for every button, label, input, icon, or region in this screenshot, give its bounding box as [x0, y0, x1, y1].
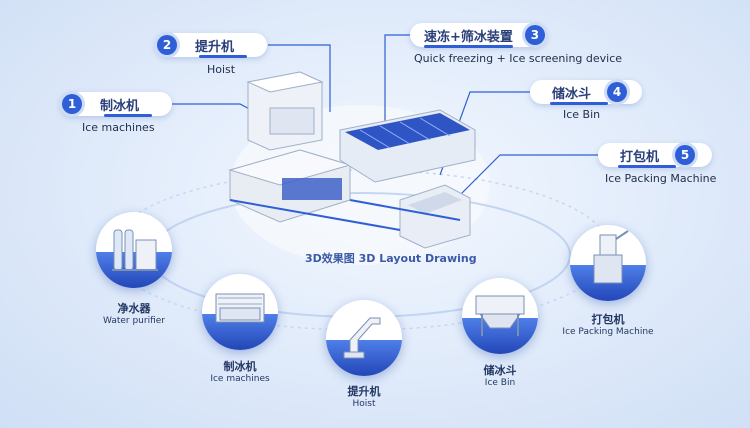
layout-label-cn: 3D效果图 — [305, 252, 355, 265]
layout-drawing-label: 3D效果图 3D Layout Drawing — [305, 250, 477, 266]
callout-ice-machines: 1 制冰机 — [60, 92, 172, 117]
step-subtitle: Ice Packing Machine — [562, 327, 654, 337]
step-title: 打包机 — [591, 313, 625, 326]
step-packing-machine — [570, 225, 646, 301]
step-title: 提升机 — [347, 385, 381, 398]
callout-number: 4 — [607, 82, 628, 102]
callout-hoist: 2 提升机 — [155, 33, 267, 58]
callout-subtitle: Ice machines — [82, 121, 155, 134]
callout-packing-machine: 打包机 5 — [598, 143, 712, 168]
ice-machine-icon — [215, 293, 265, 323]
packing-machine-icon — [593, 230, 629, 284]
step-title: 储冰斗 — [483, 364, 517, 377]
layout-label-en: 3D Layout Drawing — [358, 252, 477, 265]
callout-title: 速冻+筛冰装置 — [424, 29, 513, 45]
step-ice-machines — [202, 274, 278, 350]
callout-number: 3 — [524, 25, 545, 45]
callout-subtitle: Quick freezing + Ice screening device — [414, 52, 623, 65]
callout-subtitle: Ice Packing Machine — [605, 172, 717, 185]
ice-bin-icon — [475, 295, 525, 336]
callout-subtitle: Hoist — [207, 63, 236, 76]
water-purifier-icon — [112, 229, 158, 271]
callout-title: 打包机 — [620, 149, 660, 165]
step-subtitle: Water purifier — [103, 316, 165, 326]
step-subtitle: Ice machines — [210, 374, 270, 384]
callout-number: 2 — [157, 35, 177, 55]
callout-number: 1 — [62, 94, 82, 114]
callout-title: 储冰斗 — [552, 86, 592, 102]
callout-number: 5 — [675, 145, 696, 165]
step-title: 制冰机 — [223, 360, 257, 373]
callout-title: 制冰机 — [100, 98, 140, 114]
callout-ice-bin: 储冰斗 4 — [530, 80, 642, 105]
step-hoist — [326, 300, 402, 376]
hoist-icon — [343, 317, 381, 359]
callout-subtitle: Ice Bin — [563, 108, 601, 121]
step-subtitle: Hoist — [352, 399, 376, 409]
step-subtitle: Ice Bin — [484, 378, 516, 388]
step-water-purifier — [96, 212, 172, 288]
callout-title: 提升机 — [195, 39, 235, 55]
callout-quick-freezing: 速冻+筛冰装置 3 — [410, 23, 547, 48]
step-ice-bin — [462, 278, 538, 354]
step-title: 净水器 — [117, 302, 151, 315]
